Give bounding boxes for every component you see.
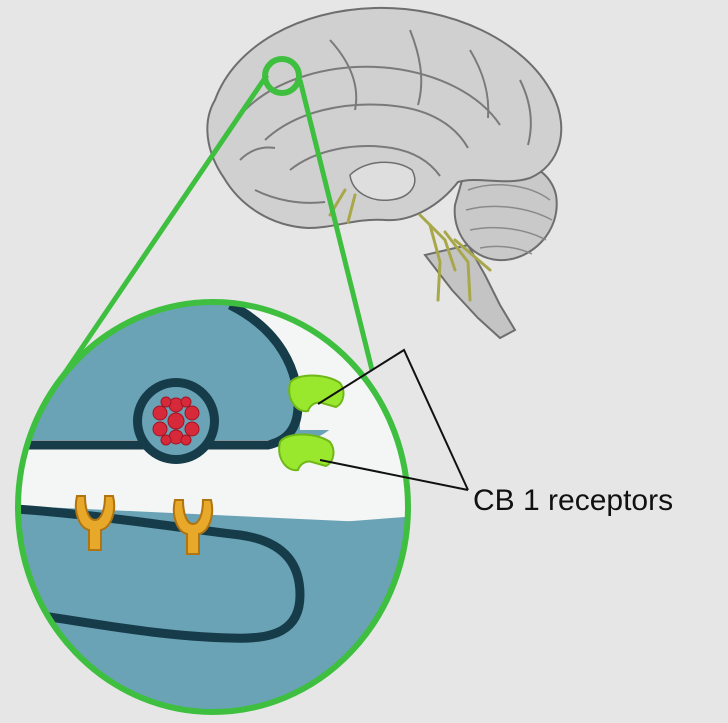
cb1-receptors-label: CB 1 receptors: [473, 484, 673, 517]
brain-illustration: [207, 8, 561, 338]
magnified-synapse: [0, 290, 430, 723]
neurotransmitter-vesicle: [133, 378, 219, 464]
